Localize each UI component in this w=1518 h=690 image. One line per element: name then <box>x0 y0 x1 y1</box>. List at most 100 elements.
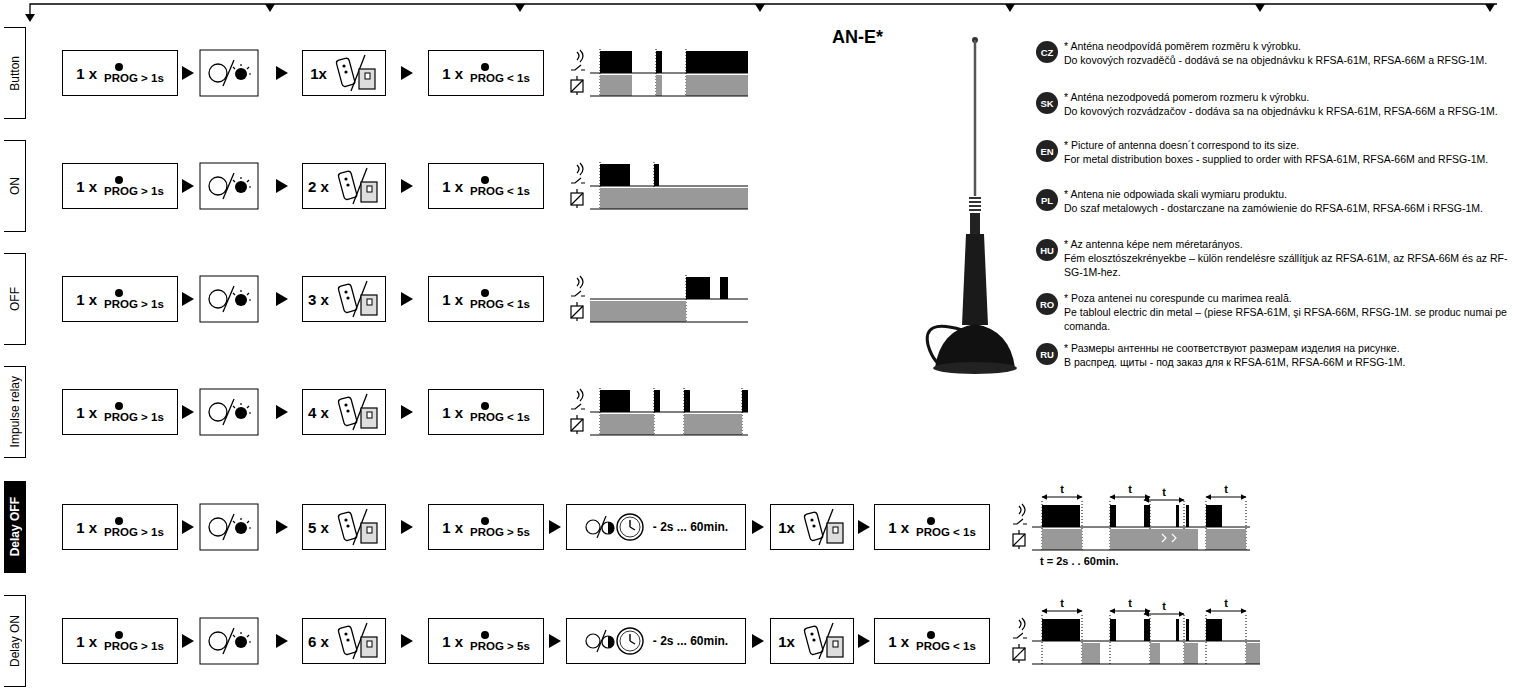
note-text: * Размеры антенны не соответствуют разме… <box>1064 341 1512 355</box>
mode-label: Delay ON <box>8 615 22 667</box>
language-badge: PL <box>1036 189 1058 211</box>
press-count: 1x <box>778 519 795 536</box>
time-mark: t <box>1060 596 1064 610</box>
press-count: 1 x <box>76 519 97 536</box>
language-badge: CZ <box>1036 41 1058 63</box>
remote-press-box: 3 x <box>302 276 386 322</box>
remote-press-box: 1x <box>770 504 854 550</box>
time-range: - 2s ... 60min. <box>653 634 728 648</box>
note-text: В распред. щиты - под заказ для к RFSA-6… <box>1064 355 1512 369</box>
press-count: 1 x <box>442 519 463 536</box>
prog-step-box: 1 xPROG < 1s <box>428 50 544 96</box>
prog-step-box: 1 xPROG > 5s <box>428 618 544 664</box>
step-arrow <box>544 520 566 534</box>
arrow-head <box>858 520 870 534</box>
note-text: * Antena nie odpowiada skali wymiaru pro… <box>1064 187 1512 201</box>
prog-button-label: PROG < 1s <box>470 185 530 197</box>
press-count: 2 x <box>308 178 329 195</box>
note-text: * Anténa nezodpovedá pomerom rozmeru k v… <box>1064 90 1512 104</box>
prog-step-box: 1 x PROG > 1s <box>62 276 178 322</box>
prog-step-box: 1 xPROG > 1s <box>62 618 178 664</box>
prog-button-label: PROG > 5s <box>470 640 530 652</box>
remote-press-box: 1x <box>770 618 854 664</box>
prog-button-label: PROG > 1s <box>104 298 164 310</box>
step-arrow <box>386 405 428 419</box>
step-arrow <box>746 634 770 648</box>
remote-switch-icon <box>336 392 380 432</box>
prog-step-box: 1 x PROG < 1s <box>428 276 544 322</box>
arrow-head <box>401 405 413 419</box>
remote-switch-icon <box>336 166 380 206</box>
press-count: 1 x <box>442 404 463 421</box>
prog-button-label: PROG > 1s <box>104 526 164 538</box>
time-mark: t <box>1162 485 1166 499</box>
prog-button-label: PROG > 1s <box>104 640 164 652</box>
remote-switch-icon <box>334 53 378 93</box>
prog-button-label: PROG > 5s <box>470 526 530 538</box>
antenna-name: AN-E* <box>832 30 883 44</box>
press-count: 6 x <box>308 633 329 650</box>
prog-step-box: 1 xPROG < 1s <box>874 504 990 550</box>
press-count: 4 x <box>308 404 329 421</box>
arrow-head <box>752 634 764 648</box>
press-count: 1 x <box>442 178 463 195</box>
remote-press-box: 4 x <box>302 389 386 435</box>
antenna-picture <box>927 37 1017 374</box>
prog-step-box: 1 xPROG > 1s <box>62 163 178 209</box>
step-arrow <box>386 292 428 306</box>
step-arrow <box>386 634 428 648</box>
press-count: 1 x <box>888 633 909 650</box>
prog-step-box: 1 x PROG < 1s <box>428 163 544 209</box>
arrow-head <box>401 634 413 648</box>
time-mark: t <box>1128 482 1132 496</box>
language-code: EN <box>1040 146 1053 157</box>
mode-band: ON <box>4 140 26 232</box>
mode-band: Delay OFF <box>4 481 26 573</box>
language-badge: EN <box>1036 140 1058 162</box>
time-range: - 2s ... 60min. <box>653 520 728 534</box>
remote-switch-icon <box>336 279 380 319</box>
prog-button-label: PROG > 1s <box>104 411 164 423</box>
language-code: RO <box>1040 299 1054 310</box>
prog-step-box: 1 xPROG > 1s <box>62 389 178 435</box>
language-code: PL <box>1041 195 1053 206</box>
press-count: 1 x <box>888 519 909 536</box>
press-count: 1 x <box>442 291 463 308</box>
delay-time-box: - 2s ... 60min. <box>566 504 746 550</box>
prog-button-label: PROG > 1s <box>104 72 164 84</box>
arrow-head <box>401 520 413 534</box>
prog-step-box: 1 x PROG < 1s <box>428 389 544 435</box>
press-count: 5 x <box>308 519 329 536</box>
light-clock-icon <box>584 507 646 547</box>
step-arrow <box>544 634 566 648</box>
prog-step-box: 1 x PROG > 5s <box>428 504 544 550</box>
press-count: 1x <box>310 65 327 82</box>
language-badge: SK <box>1036 92 1058 114</box>
remote-press-box: 1x <box>302 50 386 96</box>
step-arrow <box>386 179 428 193</box>
step-arrow <box>854 520 874 534</box>
step-arrow <box>854 634 874 648</box>
press-count: 1 x <box>76 291 97 308</box>
time-range-note: t = 2s . . 60min. <box>1040 554 1119 568</box>
time-mark: t <box>1224 596 1228 610</box>
remote-switch-icon <box>336 507 380 547</box>
light-clock-icon <box>584 621 646 661</box>
press-count: 1 x <box>76 65 97 82</box>
arrow-head <box>401 179 413 193</box>
time-mark: t <box>1060 482 1064 496</box>
press-count: 1 x <box>76 178 97 195</box>
prog-button-label: PROG < 1s <box>470 411 530 423</box>
note-text: Do kovových rozvaděčů - dodává se na obj… <box>1064 53 1512 67</box>
language-code: CZ <box>1041 47 1054 58</box>
note-text: * Picture of antenna doesn´t correspond … <box>1064 138 1512 152</box>
note-text: For metal distribution boxes - supplied … <box>1064 152 1512 166</box>
note-text: Fém elosztószekrényekbe – külön rendelés… <box>1064 251 1512 279</box>
language-code: SK <box>1040 98 1053 109</box>
mode-label: OFF <box>8 287 22 311</box>
mode-label: Delay OFF <box>8 497 22 556</box>
remote-switch-icon <box>802 507 846 547</box>
prog-button-label: PROG < 1s <box>470 298 530 310</box>
time-mark: t <box>1224 482 1228 496</box>
mode-band: Delay ON <box>4 595 26 687</box>
